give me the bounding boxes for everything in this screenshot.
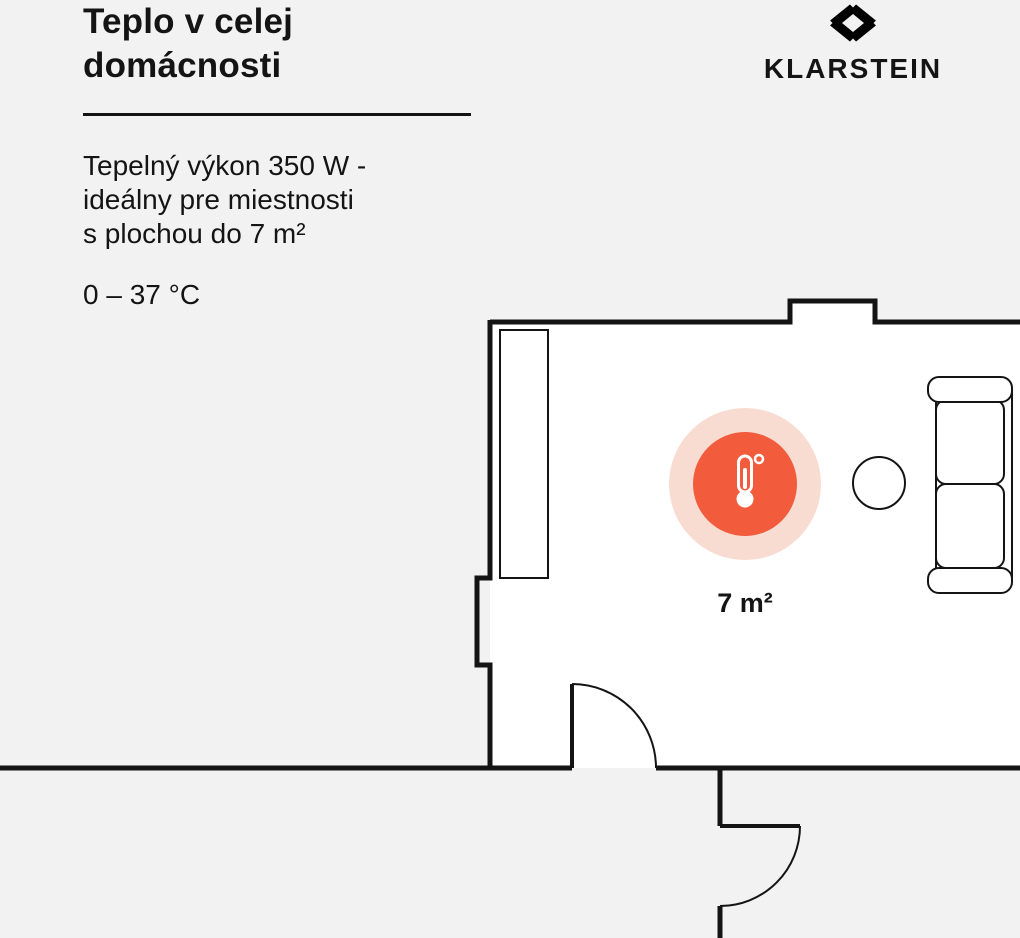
- wall-left: [474, 320, 493, 770]
- thermometer-bulb: [736, 490, 754, 508]
- thermometer-icon: [736, 453, 765, 508]
- logo-notch-right: [873, 17, 881, 29]
- temperature-range: 0 – 37 °C: [83, 279, 201, 310]
- page-title: Teplo v celej domácnosti: [83, 0, 471, 88]
- title-underline: [83, 113, 471, 116]
- logo-notch-top: [847, 0, 859, 8]
- page-title-line1: Teplo v celej: [83, 2, 294, 41]
- door-room: [570, 683, 657, 769]
- logo-notch-bottom: [847, 38, 859, 46]
- description-line3: s plochou do 7 m²: [83, 218, 306, 249]
- logo-notch-left: [825, 17, 833, 29]
- product-description: Tepelný výkon 350 W - ideálny pre miestn…: [83, 149, 471, 251]
- header-text-block: Teplo v celej domácnosti Tepelný výkon 3…: [83, 0, 471, 311]
- window-leaf: [499, 329, 549, 579]
- door-corridor-swing-arc: [719, 825, 801, 907]
- sofa-armrest-top: [927, 376, 1013, 403]
- room-walls: [0, 298, 1020, 938]
- side-table: [852, 456, 906, 510]
- klarstein-diamond-icon: [825, 0, 881, 46]
- room-area-label: 7 m²: [717, 588, 773, 618]
- door-corridor: [719, 824, 801, 907]
- sofa-cushion-top: [935, 399, 1005, 485]
- thermometer-degree-mark: [753, 453, 765, 465]
- sofa-armrest-bottom: [927, 567, 1013, 594]
- description-line2: ideálny pre miestnosti: [83, 184, 354, 215]
- page-title-line2: domácnosti: [83, 46, 282, 85]
- wall-top: [490, 298, 1020, 325]
- door-room-swing-arc: [571, 683, 657, 769]
- description-line1: Tepelný výkon 350 W -: [83, 150, 367, 181]
- logo-inner-hole: [842, 14, 864, 32]
- brand-block: KLARSTEIN: [758, 0, 948, 85]
- sofa: [927, 376, 1013, 594]
- sofa-cushion-bottom: [935, 483, 1005, 569]
- brand-name: KLARSTEIN: [763, 53, 943, 84]
